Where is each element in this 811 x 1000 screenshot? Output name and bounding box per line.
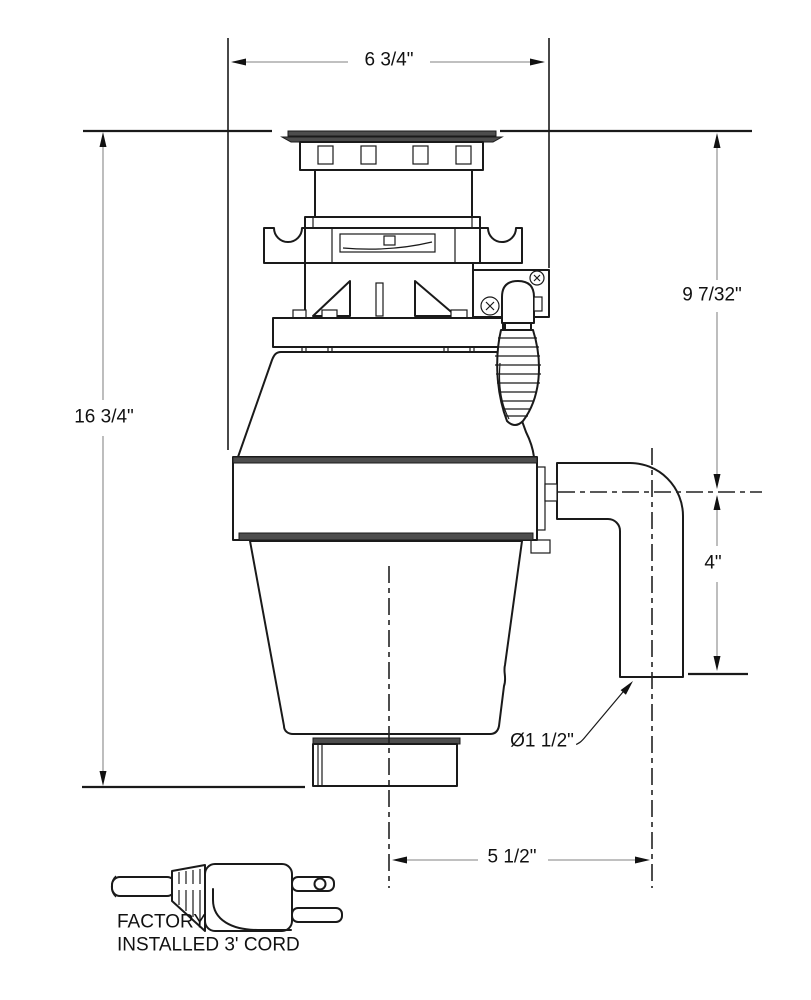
dim-overall-height-label: 16 3/4" — [72, 406, 136, 429]
upper-housing — [292, 262, 474, 319]
dimension-overall-height — [99, 132, 107, 786]
mounting-ring — [263, 227, 523, 264]
bottom-cap — [312, 737, 461, 787]
power-plug — [110, 863, 343, 932]
inlet-dome — [501, 280, 535, 324]
flange-slot — [360, 145, 377, 165]
plug-prong-top — [291, 876, 335, 892]
cord-note-line2: INSTALLED 3' CORD — [117, 934, 300, 956]
dishwasher-inlet — [495, 280, 543, 426]
flange-slot — [412, 145, 429, 165]
diameter-leader — [573, 681, 633, 746]
flange-slot — [455, 145, 472, 165]
mid-band — [232, 456, 538, 541]
prong-hole — [313, 877, 327, 891]
strain-relief — [171, 864, 206, 932]
plug-prong-bottom — [291, 907, 343, 923]
mounting-neck — [304, 169, 481, 229]
plug-body — [204, 863, 293, 932]
cord — [111, 876, 176, 897]
discharge-elbow — [556, 462, 684, 678]
dim-top-width-label: 6 3/4" — [362, 49, 416, 72]
body-flange — [272, 317, 504, 352]
cord-note-line1: FACTORY — [117, 911, 207, 933]
dimension-flange-to-outlet — [713, 133, 721, 489]
dimension-top-width — [231, 58, 545, 66]
dimension-center-offset — [392, 856, 650, 864]
outlet-fitting — [530, 466, 558, 554]
inlet-hose — [496, 329, 540, 426]
lower-body — [249, 540, 523, 735]
hose-ribs — [495, 337, 541, 417]
hopper-body — [237, 351, 535, 458]
strain-relief-ribs — [178, 869, 201, 923]
centerlines — [388, 448, 762, 888]
sink-flange — [280, 130, 504, 171]
flange-slot — [317, 145, 334, 165]
dim-outlet-drop-label: 4" — [702, 552, 724, 575]
elbow-diameter-label: Ø1 1/2" — [508, 730, 576, 753]
dimension-outlet-drop — [713, 495, 721, 671]
extension-lines — [227, 38, 550, 450]
dim-center-offset-label: 5 1/2" — [485, 846, 539, 869]
dim-flange-to-outlet-label: 9 7/32" — [680, 284, 744, 307]
gusset-right — [414, 280, 457, 317]
